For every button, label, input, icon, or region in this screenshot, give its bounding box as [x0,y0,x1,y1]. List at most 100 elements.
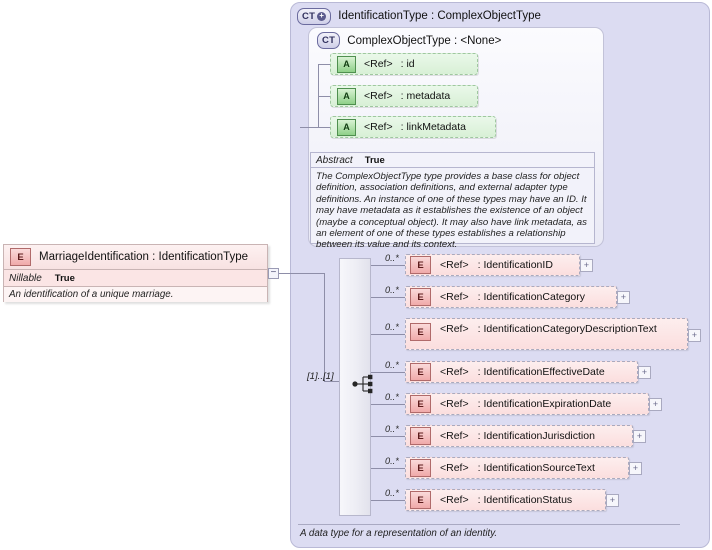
element-name: : IdentificationID [477,259,553,271]
complex-object-type-title: ComplexObjectType : <None> [347,34,502,47]
element-name: : IdentificationCategoryDescriptionText [477,323,657,335]
row-connector [371,468,405,469]
footer-divider [298,524,680,525]
expand-button[interactable]: + [649,398,662,411]
expand-button[interactable]: + [629,462,642,475]
row-connector [371,404,405,405]
collapse-toggle-button[interactable]: − [268,268,279,279]
element-icon: E [410,288,431,306]
occurrence-indicator: 0..* [385,285,399,295]
element-row[interactable]: E <Ref> : IdentificationSourceText [405,457,629,479]
attribute-icon: A [337,87,356,105]
occurrence-indicator: 0..* [385,360,399,370]
element-icon: E [410,491,431,509]
abstract-value: True [364,154,385,166]
nillable-label: Nillable [9,272,42,284]
expand-button[interactable]: + [580,259,593,272]
element-name: : IdentificationExpirationDate [477,398,612,410]
element-name: : IdentificationStatus [477,494,573,506]
complex-object-type-header: CT ComplexObjectType : <None> [309,28,605,53]
occurrence-indicator: 0..* [385,253,399,263]
sequence-compositor-box[interactable] [339,258,371,516]
element-name: : IdentificationCategory [477,291,586,303]
attribute-tree-branch [318,127,330,128]
element-ref: <Ref> [440,494,469,506]
expand-button[interactable]: + [688,329,701,342]
nillable-value: True [54,272,75,284]
attribute-ref: <Ref> [364,90,393,102]
row-connector [371,265,405,266]
row-connector [371,436,405,437]
page-title: IdentificationType : ComplexObjectType [338,10,541,22]
element-icon: E [410,427,431,445]
identification-type-header: CT+ IdentificationType : ComplexObjectTy… [291,3,711,29]
attribute-ref: <Ref> [364,58,393,70]
type-trunk-connector [324,273,325,381]
element-to-type-connector [279,273,324,274]
complextype-icon-label: CT [322,35,336,46]
element-row[interactable]: E <Ref> : IdentificationID [405,254,580,276]
element-icon: E [410,395,431,413]
element-icon: E [10,248,31,266]
element-ref: <Ref> [440,462,469,474]
expand-button[interactable]: + [638,366,651,379]
element-ref: <Ref> [440,259,469,271]
complextype-icon[interactable]: CT [317,32,341,49]
element-ref: <Ref> [440,366,469,378]
type-documentation: A data type for a representation of an i… [300,528,498,539]
row-connector [371,500,405,501]
attribute-name: : id [400,58,415,70]
abstract-documentation-panel: Abstract True The ComplexObjectType type… [310,152,595,250]
attribute-tree-branch [318,96,330,97]
attribute-tree-stem [300,127,318,128]
occurrence-indicator: 0..* [385,392,399,402]
expand-button[interactable]: + [633,430,646,443]
expand-button[interactable]: + [606,494,619,507]
element-icon: E [410,459,431,477]
element-row[interactable]: E <Ref> : IdentificationStatus [405,489,606,511]
occurrence-indicator: 0..* [385,322,399,332]
attribute-row[interactable]: A <Ref> : id [330,53,478,75]
abstract-label: Abstract [316,154,353,166]
marriage-identification-header: E MarriageIdentification : Identificatio… [4,245,267,270]
element-name: : IdentificationEffectiveDate [477,366,605,378]
attribute-name: : metadata [400,90,451,102]
occurrence-indicator: 0..* [385,488,399,498]
sequence-compositor-icon [352,374,373,394]
type-to-sequence-connector [324,381,339,382]
row-connector [371,334,405,335]
base-type-documentation: The ComplexObjectType type provides a ba… [316,171,587,251]
attribute-icon: A [337,55,356,73]
attribute-name: : linkMetadata [400,121,466,133]
marriage-identification-title: MarriageIdentification : IdentificationT… [39,251,249,263]
attribute-ref: <Ref> [364,121,393,133]
attribute-row[interactable]: A <Ref> : metadata [330,85,478,107]
complextype-expand-icon[interactable]: CT+ [297,7,332,25]
element-ref: <Ref> [440,291,469,303]
nillable-row: Nillable True [4,270,267,287]
element-row[interactable]: E <Ref> : IdentificationCategoryDescript… [405,318,688,350]
row-connector [371,372,405,373]
element-ref: <Ref> [440,430,469,442]
element-row[interactable]: E <Ref> : IdentificationEffectiveDate [405,361,638,383]
attribute-tree-branch [318,64,330,65]
element-ref: <Ref> [440,398,469,410]
element-icon: E [410,256,431,274]
occurrence-indicator: 0..* [385,424,399,434]
plus-icon[interactable]: + [317,11,327,21]
element-row[interactable]: E <Ref> : IdentificationJurisdiction [405,425,633,447]
element-row[interactable]: E <Ref> : IdentificationExpirationDate [405,393,649,415]
element-ref: <Ref> [440,323,469,335]
complextype-icon-label: CT [302,10,316,22]
element-name: : IdentificationJurisdiction [477,430,595,442]
sequence-cardinality: [1]..[1] [307,371,334,382]
abstract-row: Abstract True [311,153,594,168]
marriage-identification-documentation: An identification of a unique marriage. [4,287,267,302]
marriage-identification-element-box[interactable]: E MarriageIdentification : Identificatio… [3,244,268,302]
element-icon: E [410,363,431,381]
expand-button[interactable]: + [617,291,630,304]
element-icon: E [410,323,431,341]
attribute-icon: A [337,118,356,136]
attribute-row[interactable]: A <Ref> : linkMetadata [330,116,496,138]
element-row[interactable]: E <Ref> : IdentificationCategory [405,286,617,308]
